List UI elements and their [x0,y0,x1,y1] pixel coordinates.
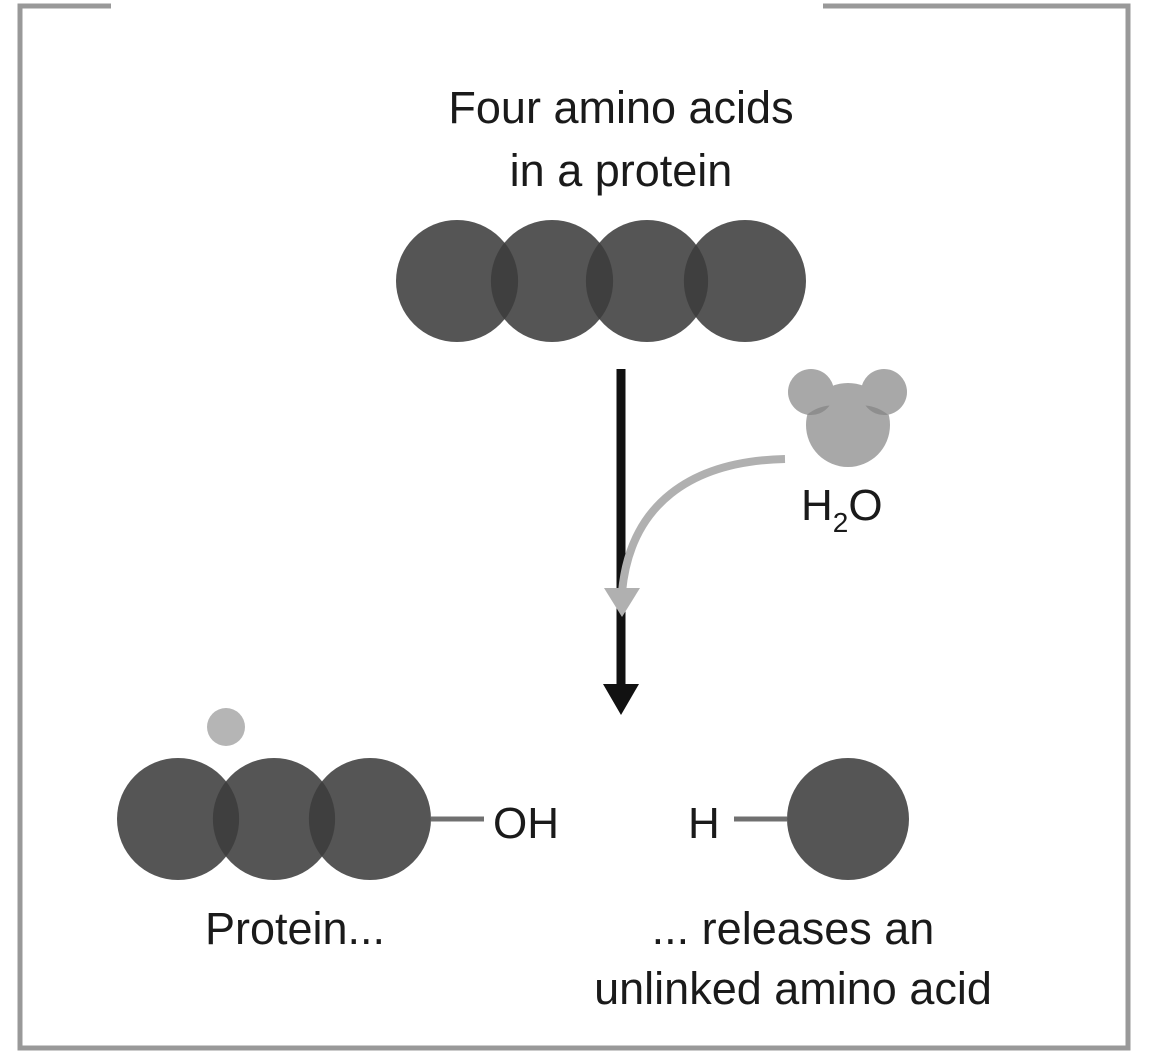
water-label: H2O [801,481,883,538]
water-hydrogen-atom-right [861,369,907,415]
water-overlap-right [865,405,888,416]
title-line-2: in a protein [510,145,733,196]
frame-left [17,3,1131,1051]
oh-group-label: OH [493,799,559,848]
water-overlap-left [807,405,830,416]
released-caption-line-1: ... releases an [652,903,935,954]
remaining-overlap-2 [308,781,336,857]
water-molecule [788,369,907,467]
water-arrow-curve [618,455,786,593]
amino-acid-2 [491,220,613,342]
amino-acid-4 [684,220,806,342]
water-hydrogen-atom-left [788,369,834,415]
title-line-1: Four amino acids [448,82,793,133]
remaining-amino-acid-3 [309,758,431,880]
h-group-label: H [688,799,720,848]
amino-acid-1 [396,220,518,342]
peptide-overlap-3 [683,244,709,318]
water-label-subscript: 2 [833,507,849,538]
water-label-h: H [801,481,833,530]
reaction-arrow-head [603,684,639,715]
water-arrow-head [604,588,640,617]
released-amino-acid-group [734,758,909,880]
water-arrow [604,455,786,617]
released-caption-line-2: unlinked amino acid [594,963,992,1014]
protein-chain-top [396,220,806,342]
peptide-overlap-2 [585,242,614,320]
remaining-amino-acid-1 [117,758,239,880]
protein-chain-bottom [117,758,484,880]
frame [17,3,1131,1051]
water-label-o: O [848,481,882,530]
peptide-overlap-1 [490,242,519,320]
protein-caption: Protein... [205,903,385,954]
remaining-overlap-1 [212,781,240,857]
released-hydrogen-atom [207,708,245,746]
remaining-amino-acid-2 [213,758,335,880]
reaction-arrow [603,369,639,715]
amino-acid-3 [586,220,708,342]
released-amino-acid [787,758,909,880]
